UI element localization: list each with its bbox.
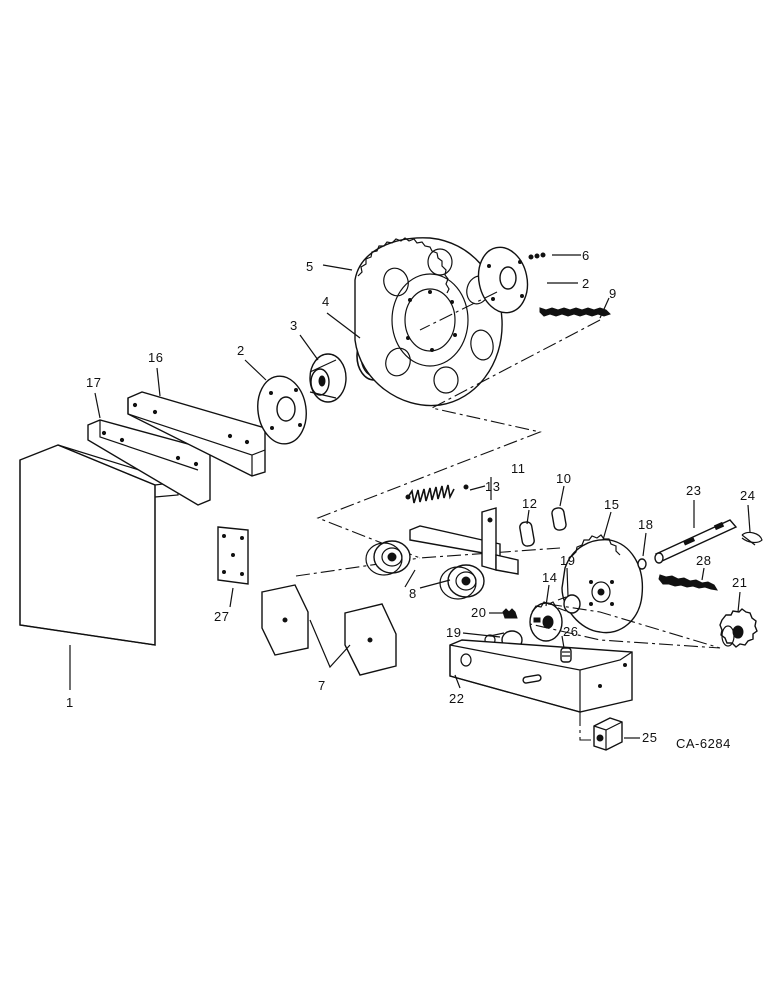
callout-16: 16: [148, 350, 163, 365]
part-28-roller-chain: [658, 574, 718, 591]
callout-2-right: 2: [582, 276, 590, 291]
leader-22-25: [579, 712, 594, 741]
callout-13: 13: [485, 479, 500, 494]
part-8-idler-pulley-upper: [365, 540, 411, 576]
part-26-stud: [560, 647, 572, 663]
callout-8: 8: [409, 586, 417, 601]
part-3-hub: [309, 353, 347, 403]
callout-labels: 5 6 2 9 4 3 2 16 17 1 11 13 10 12 15 23 …: [66, 248, 755, 751]
callout-23: 23: [686, 483, 701, 498]
callout-18: 18: [638, 517, 653, 532]
part-18-washer: [637, 558, 647, 570]
part-25-block: [593, 717, 623, 751]
callout-6: 6: [582, 248, 590, 263]
callout-24: 24: [740, 488, 755, 503]
leader-lines: [69, 254, 751, 739]
callout-11: 11: [511, 461, 526, 476]
callout-10: 10: [556, 471, 571, 486]
callout-15: 15: [604, 497, 619, 512]
part-20-set-screw: [502, 608, 518, 619]
callout-25: 25: [642, 730, 657, 745]
part-21-small-sprocket: [719, 608, 758, 648]
callout-20: 20: [471, 605, 486, 620]
part-24-hairpin-clip: [741, 531, 763, 546]
part-2-flange-disc-right: [477, 246, 529, 314]
callout-1: 1: [66, 695, 74, 710]
callout-21: 21: [732, 575, 747, 590]
callout-19-upper: 19: [560, 553, 575, 568]
part-17-flat-bar: [87, 419, 211, 506]
callout-7: 7: [318, 678, 326, 693]
drawing-id: CA-6284: [676, 736, 731, 751]
part-13-spring: [405, 484, 469, 504]
part-23-shaft: [654, 519, 738, 564]
part-16-angle-bracket: [127, 391, 266, 477]
part-11-idler-arm: [409, 507, 519, 575]
callout-5: 5: [306, 259, 314, 274]
callout-3: 3: [290, 318, 298, 333]
part-12-bushing: [519, 521, 535, 547]
callout-4: 4: [322, 294, 330, 309]
part-8-idler-pulley-lower: [439, 564, 485, 600]
callout-12: 12: [522, 496, 537, 511]
part-15-sprocket: [561, 534, 644, 634]
chain-route-line-lower: [529, 603, 721, 649]
callout-28: 28: [696, 553, 711, 568]
part-14-drive-sprocket: [529, 601, 563, 642]
callout-9: 9: [609, 286, 617, 301]
part-19-bushing-upper: [557, 594, 581, 614]
callout-27: 27: [214, 609, 229, 624]
part-27-plate: [217, 526, 249, 585]
part-5-large-sprocket: [354, 237, 503, 407]
part-7-wear-pad-left: [261, 584, 309, 656]
part-22-mounting-bracket: [449, 639, 633, 713]
part-2-flange-disc-left: [257, 375, 307, 445]
callout-17: 17: [86, 375, 101, 390]
part-6-bolts: [528, 252, 546, 260]
part-7-wear-pad-right: [344, 603, 397, 676]
callout-19-lower: 19: [446, 625, 461, 640]
callout-22: 22: [449, 691, 464, 706]
part-9-roller-chain: [539, 307, 611, 317]
callout-26: 26: [563, 624, 578, 639]
callout-2-left: 2: [237, 343, 245, 358]
part-10-bushing: [551, 507, 567, 531]
callout-14: 14: [542, 570, 557, 585]
